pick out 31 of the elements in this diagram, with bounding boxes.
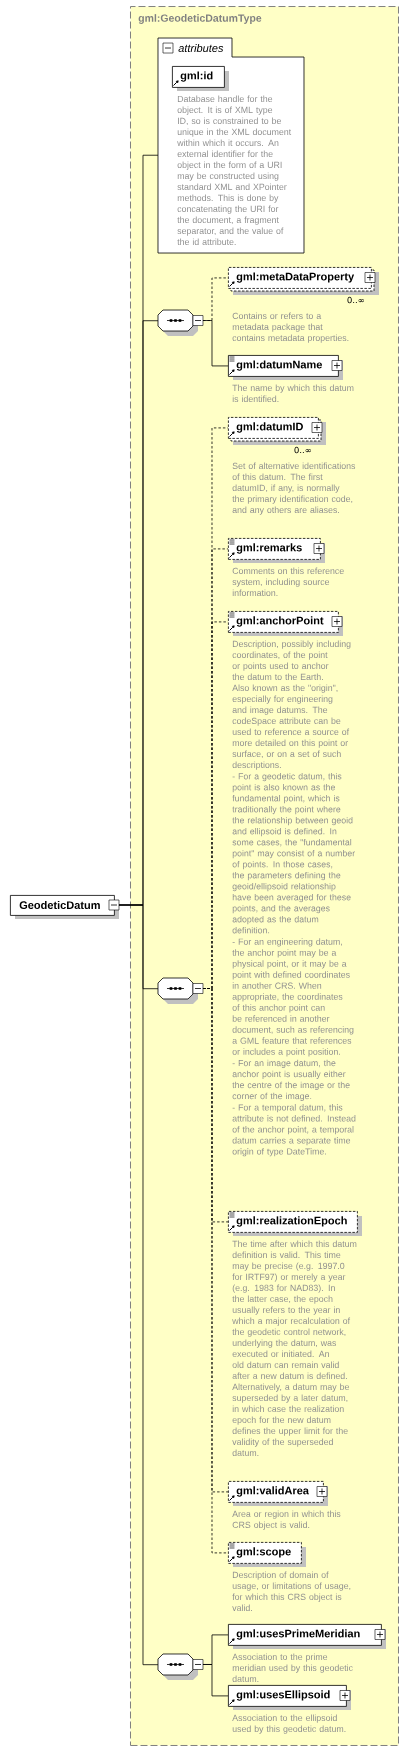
description-text: - For an image datum, the anchor point is usually either the centre of the image or the corner of the image. — [232, 1059, 350, 1101]
element-box: gml:validArea — [228, 1481, 328, 1506]
connector-line — [202, 320, 229, 367]
description-text: - For a geodetic datum, this point is also known as the fundamental point, which is traditionally the point where the relationship between geoid and ellipsoid is defined. In some cases, the "fundamental point" may consist of a number of points. In those cases, the parameters defining the geoid/ellipsoid relationship have been averaged for these points, and the averages adopted as the datum definition. — [232, 772, 355, 934]
cardinality-label: 0..∞ — [294, 446, 311, 454]
element-box: GeodeticDatum — [10, 895, 119, 919]
element-box: gml:datumName — [228, 355, 343, 380]
connector-line — [118, 904, 159, 1666]
element-box: gml:id — [172, 66, 229, 92]
description-text: Association to the prime meridian used by this geodetic datum. — [232, 1653, 353, 1682]
description-text: Description of domain of usage, or limitations of usage, for which this CRS object is valid. — [232, 1571, 351, 1611]
description-text: Area or region in which this CRS object is valid. — [232, 1510, 341, 1530]
description-text: The time after which this datum definition is valid. This time may be precise (e.g. 1997.0 for IRTF97) or merely a year (e.g. 1983 for NAD83). In the latter case, the epoch usually refers to the year in which a major recalculation of the geodetic control network, underlying the datum, was executed or initiated. An old datum can remain valid after a new datum is defined. Alternatively, a datum may be superseded by a later datum, in which case the realization epoch for the new datum defines the upper limit for the validity of the superseded datum. — [232, 1240, 357, 1456]
description-text: Association to the ellipsoid used by this geodetic datum. — [232, 1714, 346, 1734]
description-text: Contains or refers to a metadata package that contains metadata properties. — [232, 312, 349, 343]
cardinality-label: 0..∞ — [347, 296, 364, 304]
element-box: gml:usesPrimeMeridian — [228, 1624, 386, 1649]
element-box: gml:realizationEpoch — [228, 1211, 362, 1236]
element-box: gml:remarks — [228, 538, 325, 563]
description-text: Comments on this reference system, including source information. — [232, 567, 344, 596]
description-text: Description, possibly including coordinates, of the point or points used to anchor the datum to the Earth. Also known as the "origin", especially for engineering and image datums. The codeSpace attribute can be used to reference a source of more detailed on this point or surface, or on a set of such descriptions. — [232, 640, 351, 770]
element-box: gml:scope — [228, 1542, 306, 1567]
description-text: Database handle for the object. It is of XML type ID, so is constrained to be unique in the XML document within which it occurs. An external identifier for the object in the form of a URI may be constructed using standard XML and XPointer methods. This is done by concatenating the URI for the document, a fragment separator, and the value of the id attribute. — [177, 95, 292, 245]
description-text: - For a temporal datum, this attribute is not defined. Instead of the anchor point, a temporal datum carries a separate time origin of type DateTime. — [232, 1104, 356, 1157]
description-text: - For an engineering datum, the anchor point may be a physical point, or it may be a point with defined coordinates in another CRS. When appropriate, the coordinates of this anchor point can be referenced in another document, such as referencing a GML feature that references or includes a point position. — [232, 938, 354, 1057]
element-box: gml:metaDataProperty — [228, 267, 379, 295]
element-box: gml:anchorPoint — [228, 611, 343, 636]
element-box: gml:usesEllipsoid — [228, 1685, 351, 1710]
description-text: The name by which this datum is identified. — [232, 384, 354, 402]
connector-line — [202, 1664, 229, 1697]
description-text: Set of alternative identifications of this datum. The first datumID, if any, is normally the primary identification code, and any others are aliases. — [232, 462, 356, 515]
